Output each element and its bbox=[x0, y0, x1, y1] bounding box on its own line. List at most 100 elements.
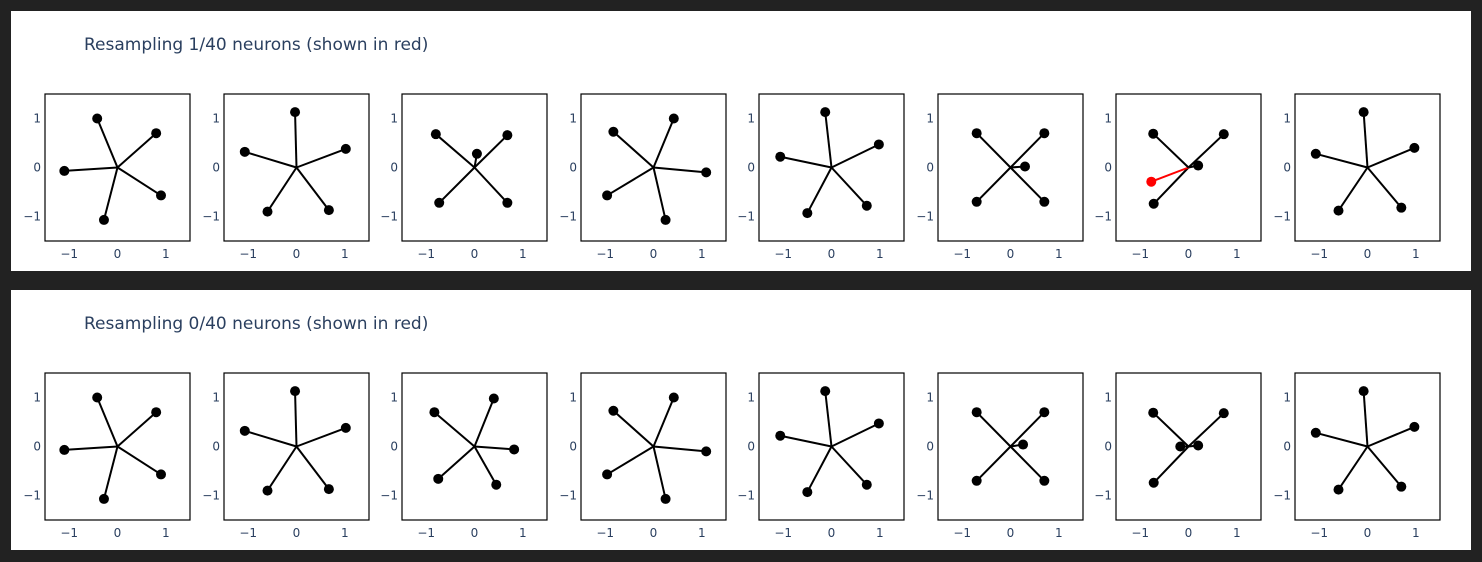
neuron-line bbox=[1152, 411, 1190, 448]
neuron-line bbox=[116, 411, 157, 448]
y-tick-label: 0 bbox=[33, 161, 41, 175]
neuron-line bbox=[116, 166, 162, 197]
y-tick-label: −1 bbox=[1273, 210, 1291, 224]
neuron-line bbox=[1152, 166, 1190, 205]
x-tick-label: 1 bbox=[519, 526, 527, 540]
neuron-point bbox=[151, 128, 162, 139]
y-tick-label: 0 bbox=[569, 440, 577, 454]
x-tick-label: 0 bbox=[650, 526, 658, 540]
y-tick-label: 0 bbox=[33, 440, 41, 454]
y-tick-label: 1 bbox=[33, 112, 41, 126]
y-tick-label: 1 bbox=[926, 112, 934, 126]
y-tick-label: −1 bbox=[1094, 210, 1112, 224]
x-tick-label: 1 bbox=[1233, 526, 1241, 540]
neuron-point bbox=[92, 113, 103, 124]
neuron-line bbox=[244, 150, 297, 169]
x-tick-label: 1 bbox=[162, 247, 170, 261]
neuron-line bbox=[433, 411, 476, 448]
y-tick-label: 1 bbox=[1283, 112, 1291, 126]
neuron-point bbox=[820, 107, 831, 118]
neuron-line bbox=[296, 426, 347, 448]
neuron-line bbox=[975, 411, 1012, 448]
y-tick-label: −1 bbox=[202, 210, 220, 224]
neuron-line bbox=[1362, 112, 1369, 168]
x-tick-label: 1 bbox=[162, 526, 170, 540]
neuron-point bbox=[1039, 196, 1050, 207]
x-tick-label: −1 bbox=[774, 526, 792, 540]
resample-panel-1: Resampling 1/40 neurons (shown in red) −… bbox=[11, 11, 1471, 271]
neuron-point bbox=[290, 107, 301, 118]
neuron-point bbox=[156, 469, 166, 480]
neuron-point bbox=[471, 148, 482, 159]
neuron-point bbox=[430, 129, 441, 140]
neuron-point bbox=[660, 214, 671, 225]
x-tick-label: 0 bbox=[1185, 247, 1193, 261]
neuron-line bbox=[612, 409, 655, 448]
neuron-line bbox=[294, 112, 298, 168]
neuron-line bbox=[266, 166, 298, 213]
neuron-line bbox=[435, 133, 476, 169]
y-tick-label: 0 bbox=[747, 161, 755, 175]
x-tick-label: −1 bbox=[417, 526, 435, 540]
neuron-line bbox=[652, 446, 667, 500]
y-tick-label: 1 bbox=[212, 112, 220, 126]
neuron-line bbox=[606, 166, 655, 197]
neuron-point bbox=[608, 405, 619, 416]
y-tick-label: 1 bbox=[747, 391, 755, 405]
y-tick-label: 0 bbox=[1104, 440, 1112, 454]
neuron-line bbox=[831, 422, 880, 448]
x-tick-label: 1 bbox=[1412, 526, 1420, 540]
neuron-point bbox=[660, 493, 671, 504]
neuron-point bbox=[156, 190, 166, 201]
neuron-point bbox=[1409, 142, 1420, 153]
neuron-line bbox=[1362, 391, 1369, 447]
neuron-point bbox=[775, 151, 786, 162]
y-tick-label: −1 bbox=[916, 489, 934, 503]
neuron-line bbox=[653, 166, 707, 174]
neuron-point bbox=[1409, 421, 1420, 432]
y-tick-label: 0 bbox=[212, 440, 220, 454]
neuron-point bbox=[1218, 129, 1229, 140]
x-tick-label: 1 bbox=[876, 247, 884, 261]
neuron-line bbox=[652, 397, 675, 447]
neuron-line bbox=[244, 429, 297, 448]
x-tick-label: 1 bbox=[876, 526, 884, 540]
y-tick-label: −1 bbox=[202, 489, 220, 503]
neuron-point bbox=[668, 392, 679, 403]
neuron-point bbox=[1175, 441, 1186, 452]
neuron-point bbox=[262, 206, 273, 217]
x-tick-label: −1 bbox=[774, 247, 792, 261]
x-tick-label: −1 bbox=[239, 247, 257, 261]
neuron-line bbox=[1187, 412, 1225, 448]
x-tick-label: 1 bbox=[341, 247, 349, 261]
neuron-point bbox=[1020, 161, 1030, 172]
x-tick-label: −1 bbox=[953, 247, 971, 261]
neuron-point bbox=[1396, 481, 1407, 492]
neuron-point bbox=[1148, 477, 1159, 488]
neuron-line bbox=[294, 391, 298, 447]
neuron-line bbox=[473, 446, 498, 486]
neuron-point bbox=[1148, 407, 1159, 418]
neuron-line bbox=[806, 167, 833, 214]
y-tick-label: −1 bbox=[559, 210, 577, 224]
neuron-line bbox=[102, 167, 119, 221]
neuron-point bbox=[98, 493, 109, 504]
neuron-line bbox=[1009, 132, 1046, 169]
y-tick-label: −1 bbox=[23, 489, 41, 503]
x-tick-label: 1 bbox=[341, 526, 349, 540]
x-tick-label: 0 bbox=[114, 526, 122, 540]
y-tick-label: −1 bbox=[916, 210, 934, 224]
neuron-line bbox=[1367, 146, 1415, 169]
panel-title: Resampling 1/40 neurons (shown in red) bbox=[84, 35, 429, 55]
y-tick-label: 1 bbox=[569, 112, 577, 126]
neuron-point bbox=[1358, 107, 1369, 118]
neuron-line bbox=[824, 391, 833, 447]
neuron-point bbox=[340, 422, 351, 433]
x-tick-label: 0 bbox=[650, 247, 658, 261]
neuron-point bbox=[1018, 439, 1029, 450]
